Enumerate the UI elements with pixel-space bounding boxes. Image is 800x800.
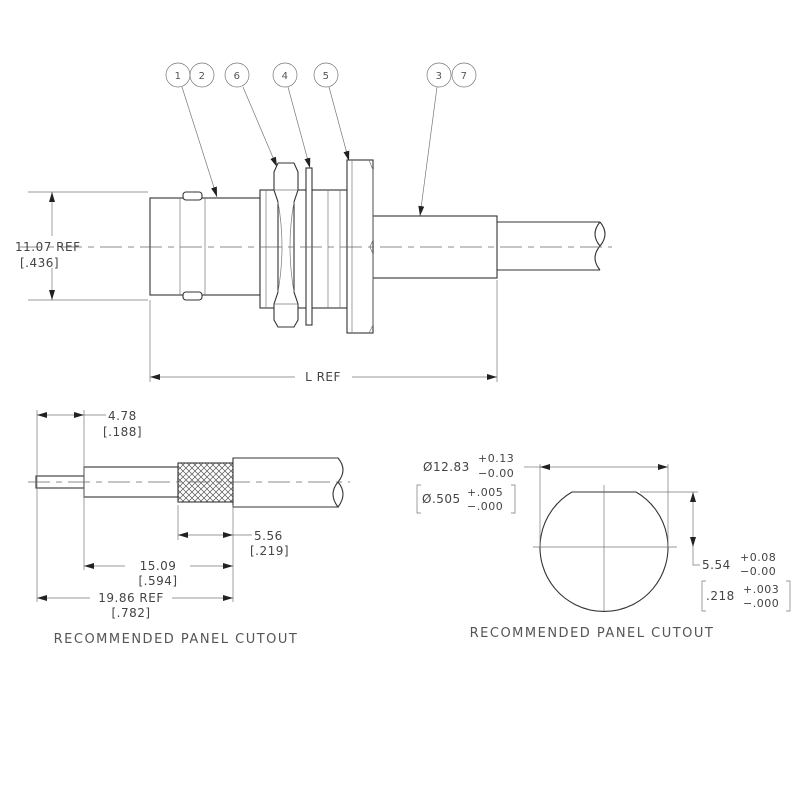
leader-lines bbox=[181, 86, 438, 217]
cable-strip-view: 4.78 [.188] 5.56 [.219] 15.09 [.594] 19.… bbox=[28, 409, 350, 647]
bayonet-lug bbox=[182, 291, 203, 301]
balloon-label: 1 bbox=[175, 71, 182, 82]
dim-text: .218 bbox=[706, 589, 735, 603]
dim-text: 5.56 bbox=[254, 529, 283, 543]
tolerance-text: +0.13 bbox=[478, 452, 514, 465]
bayonet-lug bbox=[182, 191, 203, 201]
cutout-shape bbox=[539, 491, 669, 612]
dim-text: 19.86 REF bbox=[98, 591, 164, 605]
length-dimension: L REF bbox=[149, 280, 498, 384]
height-dimension: 11.07 REF [.436] bbox=[15, 191, 148, 301]
balloon-2: 2 bbox=[189, 62, 215, 88]
balloon-label: 4 bbox=[282, 71, 289, 82]
balloon-label: 7 bbox=[461, 71, 468, 82]
balloon-label: 5 bbox=[323, 71, 330, 82]
dim-text: 4.78 bbox=[108, 409, 137, 423]
balloon-label: 6 bbox=[234, 71, 241, 82]
balloon-label: 2 bbox=[199, 71, 206, 82]
tolerance-text: +.005 bbox=[467, 486, 503, 499]
caption: RECOMMENDED PANEL CUTOUT bbox=[54, 632, 299, 647]
dim-text: Ø.505 bbox=[422, 492, 461, 506]
dim-text: [.188] bbox=[103, 425, 142, 439]
threaded-section bbox=[259, 189, 348, 309]
balloon-6: 6 bbox=[224, 62, 250, 88]
tolerance-text: −0.00 bbox=[478, 467, 514, 480]
balloon-5: 5 bbox=[313, 62, 339, 88]
dim-text: 5.54 bbox=[702, 558, 731, 572]
dim-text: [.219] bbox=[250, 544, 289, 558]
dim-text: 15.09 bbox=[140, 559, 177, 573]
hex-nut bbox=[273, 162, 299, 328]
tolerance-text: −.000 bbox=[743, 597, 779, 610]
dim-text: L REF bbox=[305, 370, 341, 384]
dim-text: [.782] bbox=[111, 606, 150, 620]
cable bbox=[497, 221, 600, 271]
caption: RECOMMENDED PANEL CUTOUT bbox=[470, 626, 715, 641]
braid bbox=[177, 462, 234, 503]
tolerance-text: +.003 bbox=[743, 583, 779, 596]
balloon-7: 7 bbox=[451, 62, 477, 88]
flange bbox=[346, 159, 374, 334]
jacket bbox=[232, 457, 344, 508]
panel-cutout-view: Ø12.83 +0.13 −0.00 Ø.505 +.005 −.000 5.5… bbox=[416, 452, 791, 641]
tolerance-text: −.000 bbox=[467, 500, 503, 513]
balloon-1: 1 bbox=[165, 62, 191, 88]
connector-side-view: 1 2 6 4 5 3 7 bbox=[15, 62, 612, 384]
tolerance-text: +0.08 bbox=[740, 551, 776, 564]
tolerance-text: −0.00 bbox=[740, 565, 776, 578]
balloon-4: 4 bbox=[272, 62, 298, 88]
dim-text: Ø12.83 bbox=[423, 460, 470, 474]
dim-text: [.436] bbox=[20, 256, 59, 270]
balloon-3: 3 bbox=[426, 62, 452, 88]
dim-text: 11.07 REF bbox=[15, 240, 81, 254]
balloon-label: 3 bbox=[436, 71, 443, 82]
dim-text: [.594] bbox=[138, 574, 177, 588]
lock-washer bbox=[305, 167, 313, 326]
